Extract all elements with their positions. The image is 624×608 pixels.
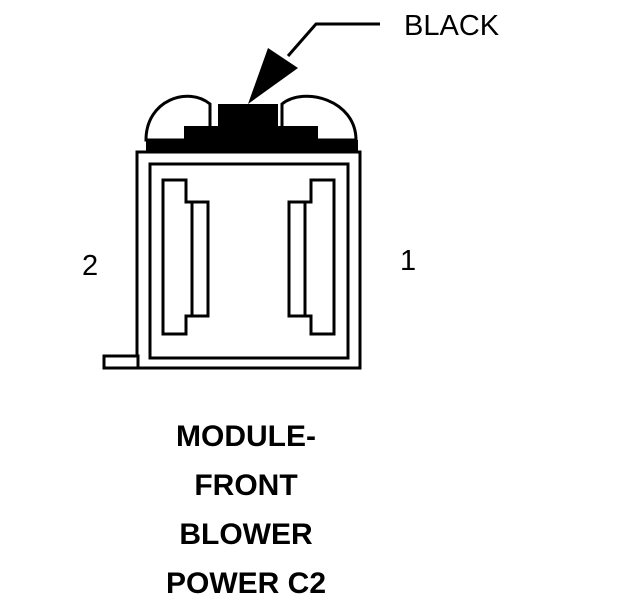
terminal-cavity-1 — [287, 178, 336, 336]
pin-2-label: 2 — [82, 250, 99, 282]
terminal-cavity-2 — [161, 178, 210, 336]
title-line: FRONT — [194, 469, 298, 502]
callout-arrowhead — [248, 48, 298, 104]
pin-1-label: 1 — [400, 245, 417, 277]
title-line: POWER C2 — [165, 567, 327, 600]
latch-base — [184, 126, 318, 152]
connector-title: MODULE- FRONT BLOWER POWER C2 — [100, 412, 392, 608]
title-line: BLOWER — [179, 518, 313, 551]
latch-top — [218, 104, 278, 130]
left-top-band — [146, 140, 186, 152]
title-line: MODULE- — [176, 420, 316, 453]
color-callout-label: BLACK — [404, 10, 500, 42]
right-top-band — [316, 140, 358, 152]
callout-leader — [286, 22, 380, 57]
housing-ledge — [102, 354, 140, 370]
